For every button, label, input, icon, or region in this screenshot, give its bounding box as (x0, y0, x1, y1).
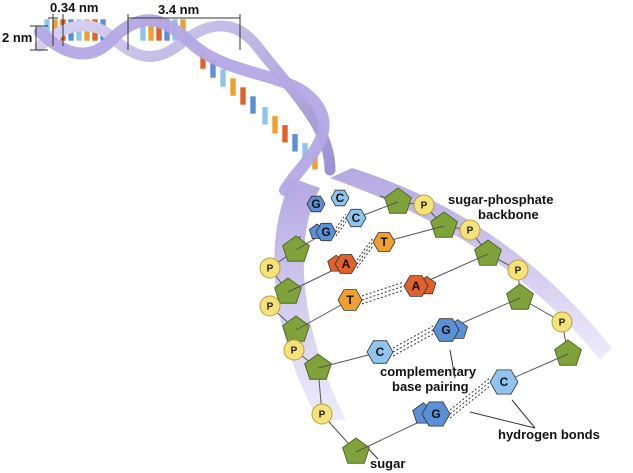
base-letter-C: C (500, 375, 509, 389)
helix-rung (271, 115, 279, 135)
phosphate-circle (459, 219, 481, 241)
base-letter-A: A (342, 257, 351, 271)
hydrogen-bond (449, 385, 491, 419)
unwound-strand-right (330, 168, 612, 360)
phosphate-circle (311, 403, 333, 425)
hydrogen-bond (335, 221, 347, 237)
hydrogen-bond (335, 213, 347, 229)
label-hydrogen-bonds: hydrogen bonds (498, 427, 600, 442)
helix-rung (239, 86, 247, 106)
sugar-pentagon (554, 339, 582, 366)
base-ring (315, 222, 337, 242)
phosphate-label: P (291, 346, 298, 357)
helix-rung (291, 133, 299, 153)
glycosidic-bond (383, 225, 445, 243)
hydrogen-bond (361, 285, 405, 301)
label-base-pairing: base pairing (392, 379, 469, 394)
helix-rung (281, 124, 289, 144)
base-ring (372, 232, 396, 252)
phosphate-circle (259, 295, 281, 317)
hydrogen-bond (335, 217, 347, 233)
hydrogen-bond (356, 245, 374, 269)
sugar-pentagon (384, 187, 412, 214)
helix-rung (229, 77, 237, 97)
base-letter-T: T (380, 235, 388, 249)
helix-rung (219, 68, 227, 88)
phosphate-circle (283, 339, 305, 361)
sugar-pentagon (430, 211, 458, 238)
phosphate-circle (413, 194, 435, 216)
phosphate-circle (507, 259, 529, 281)
label-sugar-phosphate: sugar-phosphate (448, 192, 553, 207)
phosphate-label: P (467, 226, 474, 237)
sugar-pentagon (342, 437, 370, 464)
hydrogen-bond (356, 237, 374, 261)
label-2nm: 2 nm (2, 30, 32, 45)
label-backbone: backbone (478, 207, 539, 222)
helix-rung (249, 95, 257, 115)
base-ring (345, 208, 367, 228)
phosphate-label: P (267, 264, 274, 275)
phosphate-label: P (267, 302, 274, 313)
base-letter-C: C (336, 191, 345, 205)
hydrogen-bond (392, 329, 434, 353)
base-letter-C: C (376, 345, 385, 359)
hydrogen-bond (356, 241, 374, 265)
phosphate-label: P (421, 201, 428, 212)
base-letter-G: G (311, 197, 320, 211)
hydrogen-bond (449, 381, 491, 415)
base-ring (330, 189, 350, 207)
sugar-pentagon (506, 283, 534, 310)
base-letter-T: T (346, 293, 354, 307)
hydrogen-bond (392, 325, 434, 349)
phosphate-label: P (319, 410, 326, 421)
sugar-pentagon (474, 239, 502, 266)
measure-marks (30, 14, 241, 51)
sugar-pentagon (282, 235, 310, 262)
base-letter-G: G (321, 225, 330, 239)
label-complementary: complementary (380, 364, 477, 379)
right-strand-line (379, 195, 569, 355)
label-sugar: sugar (370, 456, 405, 471)
phosphate-label: P (559, 318, 566, 329)
left-strand-line (269, 235, 357, 453)
base-ring (403, 275, 429, 297)
base-letter-A: A (412, 279, 421, 293)
base-ring (334, 254, 358, 274)
sugar-pentagon (274, 277, 302, 304)
label-3-4nm: 3.4 nm (158, 2, 199, 17)
base-ring (306, 195, 326, 213)
base-ring (432, 318, 460, 342)
base-letter-G: G (441, 323, 450, 337)
base-ring (337, 289, 363, 311)
hydrogen-bond (392, 333, 434, 357)
phosphate-circle (259, 257, 281, 279)
hydrogen-bond (361, 281, 405, 297)
hydrogen-bond (449, 377, 491, 411)
sugar-pentagon (304, 353, 332, 380)
label-0-34nm: 0.34 nm (50, 0, 98, 15)
phosphate-circle (551, 311, 573, 333)
phosphate-label: P (515, 266, 522, 277)
base-letter-C: C (352, 211, 361, 225)
base-ring (421, 401, 451, 427)
helix-ribbon-back (34, 20, 336, 176)
helix-ribbon-front (34, 14, 330, 196)
helix-rung (261, 106, 269, 126)
base-ring (489, 369, 519, 395)
base-ring (366, 340, 394, 364)
base-letter-G: G (431, 407, 440, 421)
hydrogen-bond (361, 289, 405, 305)
